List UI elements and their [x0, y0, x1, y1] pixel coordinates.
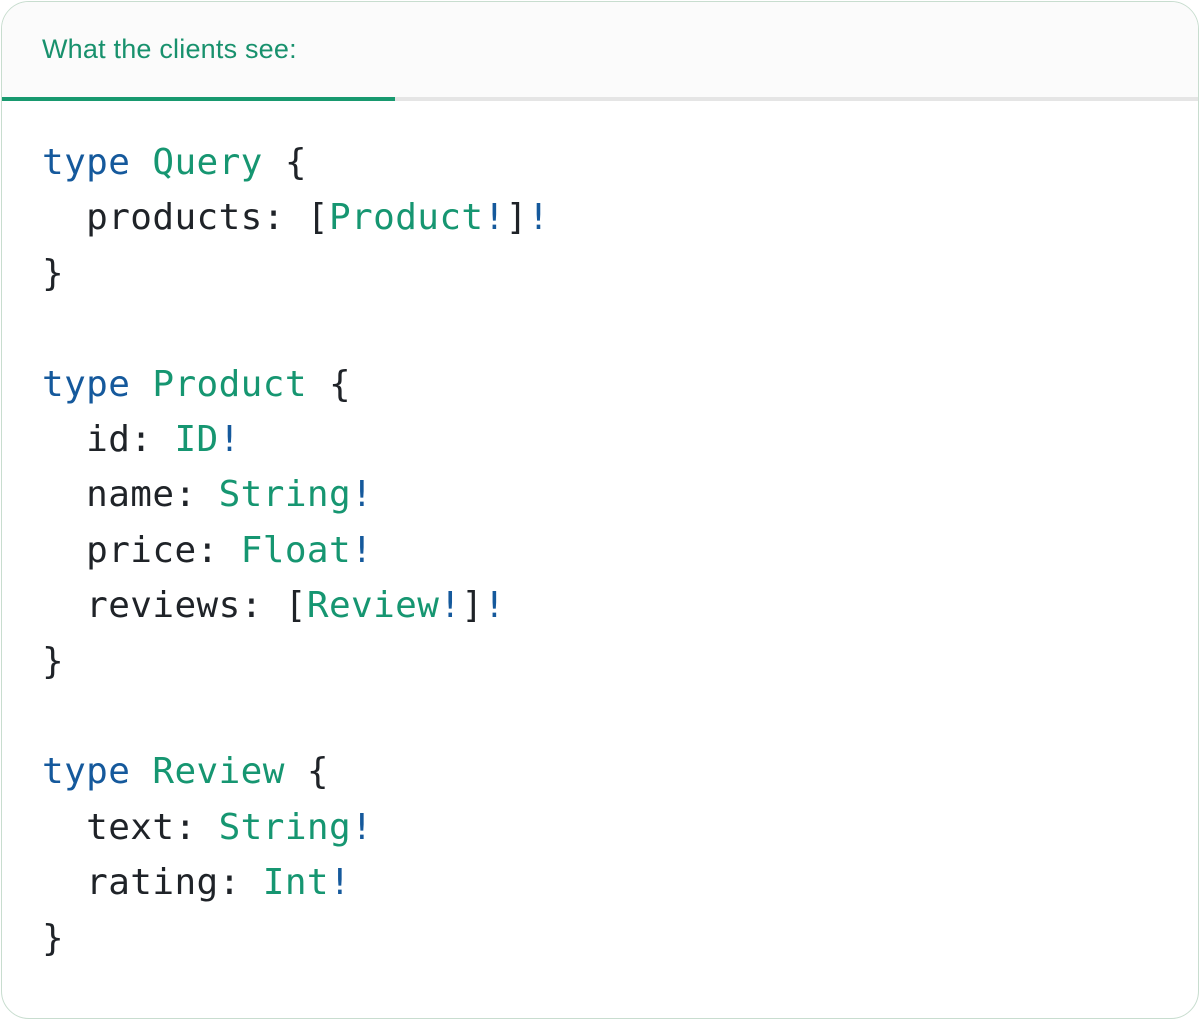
tab-label: What the clients see:: [42, 34, 297, 64]
code-token: Product: [328, 197, 484, 239]
code-line: products: [Product!]!: [42, 190, 1158, 245]
code-token: !: [483, 197, 506, 239]
code-token: ID: [174, 419, 219, 461]
code-line: reviews: [Review!]!: [42, 578, 1158, 633]
code-token: type: [42, 363, 131, 405]
code-token: {: [262, 142, 307, 183]
code-token: !: [351, 529, 374, 571]
code-line: type Query {: [42, 135, 1158, 190]
code-token: type: [42, 751, 131, 793]
code-token: rating:: [42, 862, 263, 904]
code-line: price: Float!: [42, 523, 1158, 578]
code-token: !: [218, 419, 241, 461]
code-token: String: [218, 806, 352, 848]
code-token: !: [351, 474, 374, 516]
active-tab-indicator: [2, 96, 395, 101]
code-line: [42, 301, 1158, 356]
code-token: !: [439, 585, 462, 627]
code-token: {: [306, 363, 352, 405]
code-token: Review: [306, 585, 440, 627]
header-divider: [2, 97, 1198, 101]
code-token: Product: [152, 363, 307, 405]
code-token: price:: [42, 529, 241, 571]
code-line: type Review {: [42, 744, 1158, 799]
code-token: reviews: [: [42, 585, 307, 627]
code-token: [130, 142, 152, 183]
code-token: !: [351, 806, 374, 848]
code-token: type: [42, 142, 131, 183]
code-line: }: [42, 634, 1158, 689]
code-token: Review: [152, 751, 285, 793]
code-line: }: [42, 246, 1158, 301]
code-token: Query: [152, 142, 263, 183]
code-token: !: [328, 862, 352, 904]
code-token: !: [527, 197, 550, 239]
code-token: String: [218, 474, 352, 516]
code-token: !: [483, 585, 506, 627]
code-token: }: [42, 917, 65, 959]
code-panel-header: What the clients see:: [2, 2, 1198, 97]
code-token: Float: [240, 529, 352, 571]
code-token: }: [42, 640, 65, 682]
code-token: ]: [505, 197, 528, 239]
code-token: text:: [42, 806, 219, 848]
code-line: }: [42, 911, 1158, 966]
code-token: [130, 751, 152, 792]
code-token: }: [42, 252, 65, 294]
code-token: id:: [42, 419, 175, 461]
code-token: products: [: [42, 197, 329, 239]
code-line: id: ID!: [42, 412, 1158, 467]
code-line: rating: Int!: [42, 855, 1158, 910]
code-token: Int: [262, 862, 329, 904]
code-line: type Product {: [42, 357, 1158, 412]
code-line: [42, 689, 1158, 744]
code-line: name: String!: [42, 467, 1158, 522]
code-token: name:: [42, 474, 219, 516]
code-block: type Query { products: [Product!]!} type…: [2, 97, 1198, 966]
code-token: [130, 364, 152, 405]
code-token: {: [284, 751, 329, 793]
code-token: ]: [461, 585, 484, 627]
code-line: text: String!: [42, 800, 1158, 855]
